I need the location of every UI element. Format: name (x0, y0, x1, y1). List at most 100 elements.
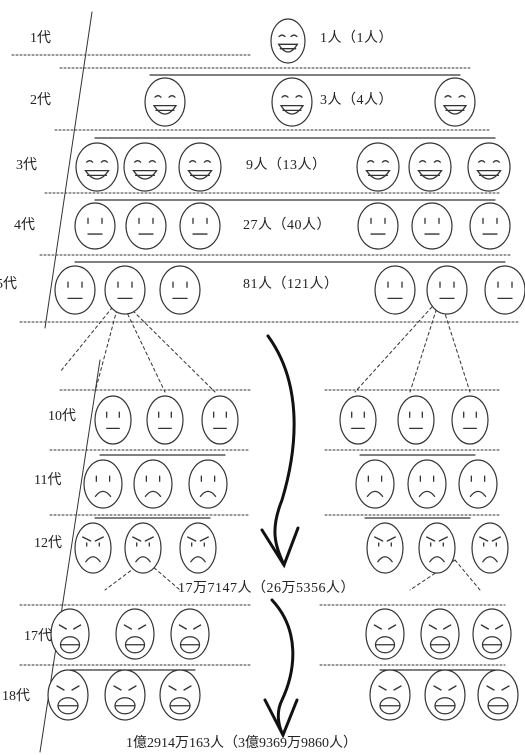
face-outline (467, 142, 511, 192)
brow (426, 536, 436, 542)
mouth (429, 556, 445, 563)
crying-face-icon (50, 608, 90, 660)
crying-face-icon (47, 669, 89, 721)
mouth (277, 43, 299, 53)
eye (138, 624, 147, 630)
neutral-face-icon (484, 265, 525, 315)
fanout-line (119, 297, 166, 393)
neutral-face-icon (125, 202, 167, 250)
eye (86, 160, 94, 163)
fanout-line (354, 297, 441, 393)
face-outline (407, 459, 447, 509)
face-outline (133, 459, 173, 509)
face-outline (426, 265, 468, 315)
smiling-face-icon (408, 142, 452, 192)
face-outline (355, 459, 395, 509)
face-outline (418, 522, 456, 574)
fanout-line (119, 297, 216, 393)
eye (168, 95, 176, 98)
fanout-line (439, 297, 471, 393)
eye (480, 624, 489, 630)
eye (448, 685, 457, 691)
face-outline (411, 202, 453, 250)
eye (183, 685, 192, 691)
smiling-face-icon (144, 77, 186, 127)
fanout-line (94, 297, 121, 393)
eye (148, 160, 156, 163)
generation-label-12: 12代 (34, 536, 62, 551)
face-outline (366, 522, 404, 574)
sad-face-icon (133, 459, 173, 509)
face-outline (124, 522, 162, 574)
face-outline (159, 265, 201, 315)
brow (491, 536, 501, 542)
crying-face-icon (104, 669, 146, 721)
smiling-face-icon (178, 142, 222, 192)
population-count-12: 17万7147人（26万5356人） (178, 581, 355, 596)
face-outline (94, 395, 132, 445)
mouth (482, 556, 498, 563)
eye (100, 160, 108, 163)
eye (123, 624, 132, 630)
population-count-4: 27人（40人） (243, 218, 331, 233)
face-outline (374, 265, 416, 315)
fanout-line (454, 559, 481, 591)
mouth (418, 490, 436, 498)
down-arrow-upper (260, 334, 300, 569)
eye (189, 160, 197, 163)
face-outline (146, 395, 184, 445)
smiling-face-icon (434, 77, 476, 127)
neutral-face-icon (469, 202, 511, 250)
neutral-face-icon (146, 395, 184, 445)
face-outline (471, 522, 509, 574)
brow (82, 536, 92, 542)
generation-label-2: 2代 (30, 93, 51, 108)
face-outline (54, 265, 96, 315)
smiling-face-icon (356, 142, 400, 192)
face-outline (179, 522, 217, 574)
diagram-structure (11, 11, 521, 753)
mouth (199, 490, 217, 498)
brow (144, 536, 154, 542)
eye (433, 685, 442, 691)
population-count-1: 1人（1人） (320, 31, 393, 46)
face-outline (484, 265, 525, 315)
sad-face-icon (83, 459, 123, 509)
eye (381, 160, 389, 163)
eye (290, 34, 298, 38)
face-outline (125, 202, 167, 250)
brow (94, 536, 104, 542)
eye (295, 95, 303, 98)
mouth (469, 490, 487, 498)
mouth (377, 556, 393, 563)
face-outline (339, 395, 377, 445)
mouth (366, 490, 384, 498)
face-outline (201, 395, 239, 445)
angry-face-icon (179, 522, 217, 574)
eye (71, 685, 80, 691)
crying-face-icon (365, 608, 405, 660)
brow (374, 536, 384, 542)
eye (56, 685, 65, 691)
brow (132, 536, 142, 542)
crying-face-icon (472, 608, 512, 660)
eye (378, 685, 387, 691)
crying-face-icon (420, 608, 460, 660)
eye (154, 95, 162, 98)
eye (428, 624, 437, 630)
mouth (190, 556, 206, 563)
crying-face-icon (424, 669, 466, 721)
population-count-18: 1億2914万163人（3億9369万9860人） (126, 736, 357, 751)
neutral-face-icon (94, 395, 132, 445)
eye (478, 160, 486, 163)
mouth (365, 169, 391, 180)
brow (386, 536, 396, 542)
population-count-5: 81人（121人） (243, 277, 339, 292)
neutral-face-icon (201, 395, 239, 445)
smiling-face-icon (270, 18, 306, 64)
fanout-line (59, 297, 121, 373)
crying-face-icon (115, 608, 155, 660)
smiling-face-icon (467, 142, 511, 192)
face-outline (451, 395, 489, 445)
generation-label-1: 1代 (30, 31, 51, 46)
